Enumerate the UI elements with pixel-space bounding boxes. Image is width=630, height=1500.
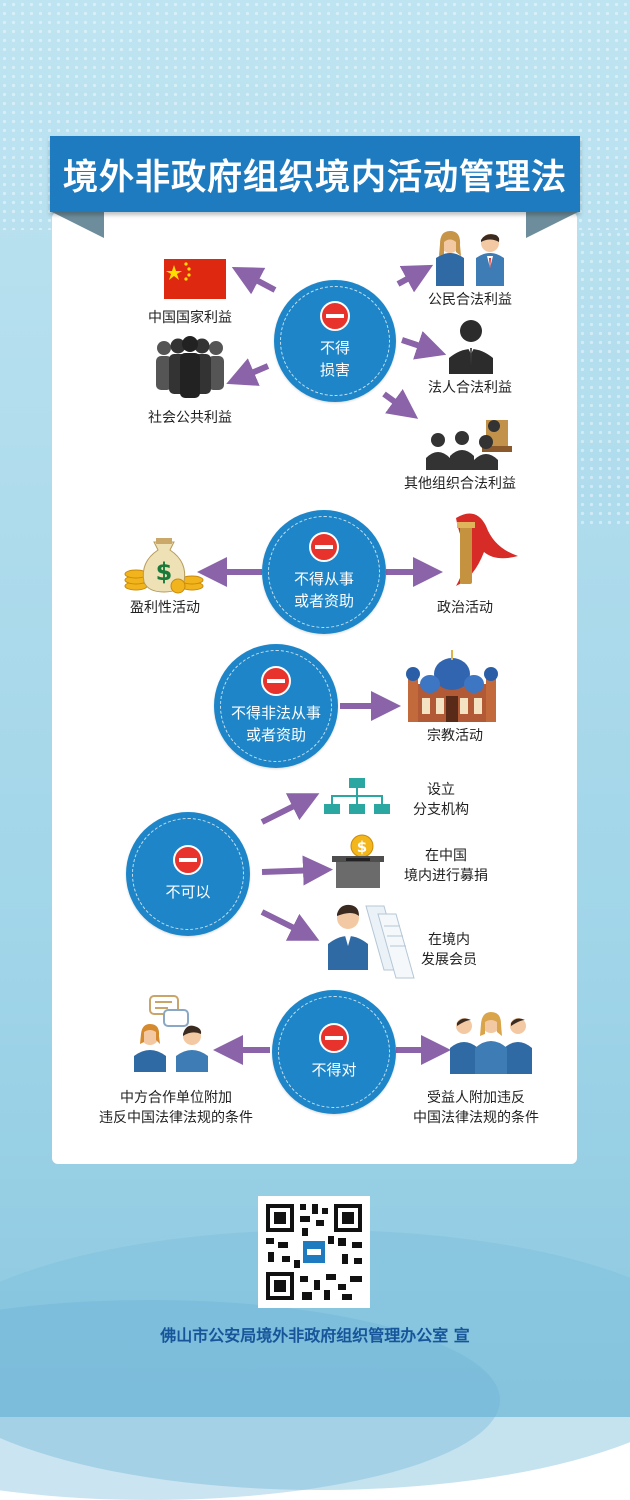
footer-text: 佛山市公安局境外非政府组织管理办公室 宣 [160,1326,470,1345]
item-label: 盈利性活动 [130,600,200,616]
item-label: 在境内 [428,932,470,948]
circle-text: 或者资助 [293,592,354,610]
crowd-icon [156,336,224,398]
item-label: 宗教活动 [427,728,483,744]
arrow [401,331,447,360]
mosque-icon [406,650,498,722]
qr-code-image [266,1204,362,1300]
circle-text: 或者资助 [245,726,306,744]
circle-text: 不得对 [311,1061,357,1079]
item-label: 中国国家利益 [148,310,232,326]
cooperation-icon [134,995,208,1072]
item-label: 法人合法利益 [428,380,512,396]
banner-fold-right [526,212,578,238]
circle-text: 损害 [319,361,350,379]
title-banner: 境外非政府组织境内活动管理法 [50,136,580,212]
no-entry-icon [309,532,339,562]
no-entry-icon [173,845,203,875]
arrow [260,909,320,941]
item-label: 其他组织合法利益 [404,476,516,492]
prohibition-circle-towards: 不得对 [272,990,396,1114]
page-title: 境外非政府组织境内活动管理法 [62,157,567,198]
arrow [261,855,333,886]
item-label: 分支机构 [413,802,469,818]
prohibition-circle-engage: 不得从事 或者资助 [262,510,386,634]
arrows-layer [197,264,451,1065]
prohibition-circle-cannot: 不可以 [126,812,250,936]
donation-box-icon: $ [332,834,384,888]
svg-text:$: $ [357,838,367,856]
item-label: 社会公共利益 [148,410,232,426]
banner-fold-left [52,212,104,238]
prohibition-circle-illegal: 不得非法从事 或者资助 [214,644,338,768]
prohibition-circle-harm: 不得 损害 [274,280,396,402]
qr-code [258,1196,370,1308]
circle-text: 不得从事 [293,570,354,588]
businessman-icon [449,320,493,374]
item-label: 发展会员 [421,952,477,968]
china-flag-icon [164,259,226,299]
item-label: 设立 [427,782,455,798]
item-label: 中国法律法规的条件 [413,1110,539,1126]
circle-text: 不得非法从事 [230,704,321,722]
org-chart-icon [324,778,390,814]
political-ribbon-icon [456,513,518,586]
citizens-icon [436,231,504,286]
item-label: 境内进行募捐 [404,868,488,884]
arrow [226,358,270,386]
meeting-icon [426,420,512,470]
circle-text: 不可以 [165,883,211,901]
item-label: 在中国 [425,848,467,864]
money-bag-icon: $ [124,538,204,594]
item-label: 政治活动 [437,600,493,616]
item-label: 受益人附加违反 [427,1090,525,1106]
no-entry-icon [319,1023,349,1053]
arrow [396,264,434,293]
arrow [382,389,419,419]
item-label: 中方合作单位附加 [120,1090,232,1106]
svg-text:$: $ [156,558,173,586]
item-label: 违反中国法律法规的条件 [99,1110,253,1126]
arrow [260,793,320,825]
circle-text: 不得 [319,339,350,357]
arrow [231,266,277,295]
item-label: 公民合法利益 [428,292,512,308]
no-entry-icon [261,666,291,696]
beneficiaries-icon [450,1012,532,1074]
member-recruit-icon [328,904,415,979]
no-entry-icon [320,301,350,331]
